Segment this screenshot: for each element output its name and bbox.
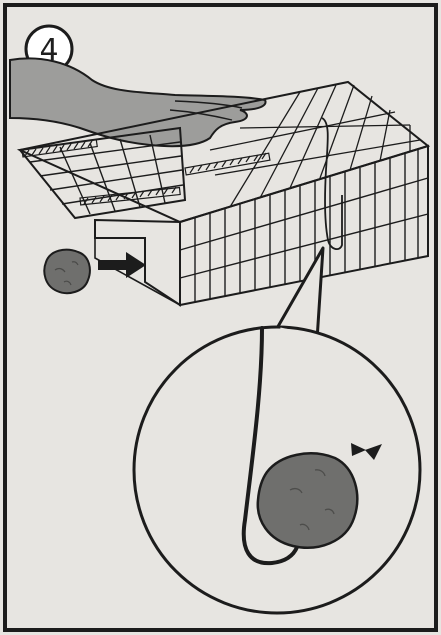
bait-hook-small [321,117,343,251]
panel-border [3,3,438,632]
bait-ball-icon [43,248,91,295]
wire-cage-trap [16,80,431,307]
hand-icon [9,57,267,148]
bait-hook [241,326,303,566]
emphasis-ticks-icon [351,443,382,460]
spring-bars [21,138,271,206]
cage-horizontal-wires [179,177,429,279]
magnifier-callout [132,246,422,615]
trap-door-panel [18,126,187,220]
arrow-right-icon [98,252,146,278]
cage-top-grid [209,84,421,208]
